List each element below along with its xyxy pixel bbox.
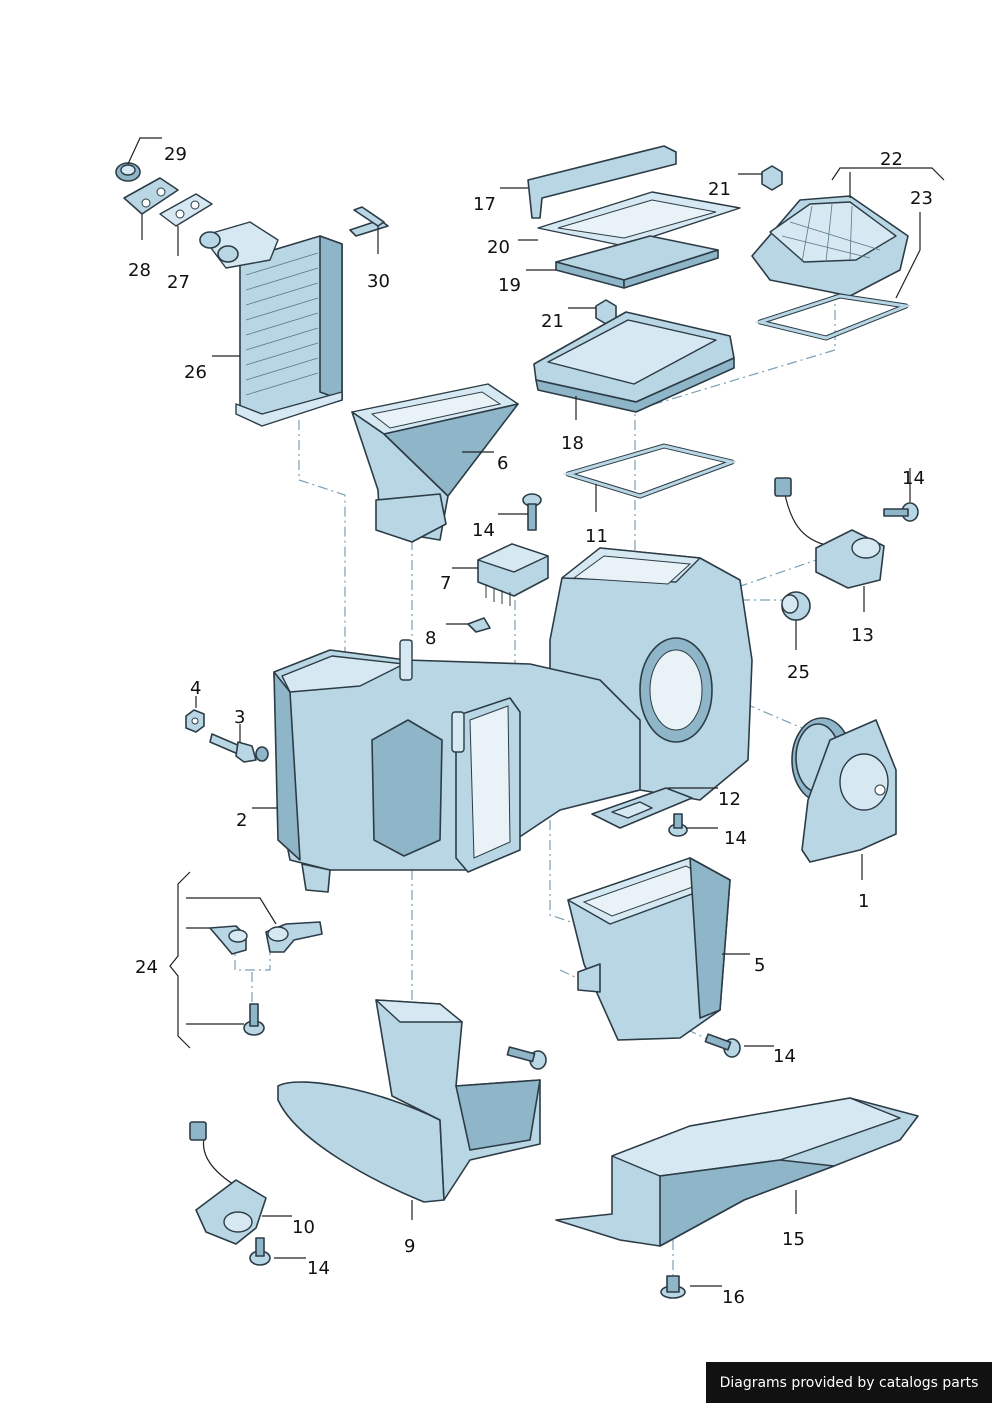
label-24: 24	[135, 957, 158, 978]
part-9-air-duct	[277, 999, 541, 1203]
part-19-pollen-filter	[555, 235, 719, 289]
leader-lines	[127, 137, 945, 1287]
part-7-series-resistor	[477, 543, 549, 606]
part-number-labels: 29 28 27 30 26 17 20 19 21 21 22 23 18 6…	[128, 144, 933, 1308]
part-16-clip	[660, 1275, 686, 1299]
blower-housing	[549, 547, 753, 801]
label-22: 22	[880, 149, 903, 170]
label-14-d: 14	[773, 1046, 796, 1067]
label-19: 19	[498, 275, 521, 296]
label-1: 1	[858, 891, 869, 912]
part-27-gasket	[159, 193, 213, 227]
label-12: 12	[718, 789, 741, 810]
label-30: 30	[367, 271, 390, 292]
credit-banner: Diagrams provided by catalogs parts	[706, 1362, 992, 1403]
part-14-screw-c	[668, 813, 688, 837]
label-21-lower: 21	[541, 311, 564, 332]
label-6: 6	[497, 453, 508, 474]
label-14-b: 14	[902, 468, 925, 489]
label-28: 28	[128, 260, 151, 281]
part-21-nut-upper	[761, 165, 783, 191]
part-25-grommet	[781, 591, 811, 621]
label-18: 18	[561, 433, 584, 454]
part-29-hose-clamp	[115, 162, 141, 182]
part-12-seal	[591, 787, 693, 829]
part-28-gasket	[123, 177, 179, 215]
part-14-screw-e	[506, 1046, 547, 1070]
label-5: 5	[754, 955, 765, 976]
part-3-bolt	[209, 733, 269, 763]
part-23-gasket	[754, 293, 912, 341]
part-8-clip	[467, 617, 491, 633]
part-17-seal-strip	[527, 145, 677, 219]
label-10: 10	[292, 1217, 315, 1238]
label-14-a: 14	[472, 520, 495, 541]
part-14-screw-a	[522, 493, 542, 531]
part-5-air-guide	[567, 857, 731, 1041]
part-26-heater-core	[199, 221, 343, 427]
part-14-screw-b	[883, 502, 919, 522]
part-2-heater-box	[273, 639, 641, 893]
label-9: 9	[404, 1236, 415, 1257]
label-13: 13	[851, 625, 874, 646]
label-14-c: 14	[724, 828, 747, 849]
label-21-upper: 21	[708, 179, 731, 200]
label-27: 27	[167, 272, 190, 293]
label-25: 25	[787, 662, 810, 683]
part-14-screw-d	[704, 1033, 741, 1058]
part-11-gasket	[562, 443, 738, 499]
part-14-screw-f	[249, 1237, 271, 1266]
label-15: 15	[782, 1229, 805, 1250]
label-4: 4	[190, 678, 201, 699]
label-20: 20	[487, 237, 510, 258]
label-26: 26	[184, 362, 207, 383]
part-22-cover	[751, 195, 909, 297]
label-29: 29	[164, 144, 187, 165]
label-8: 8	[425, 628, 436, 649]
part-30-retainer	[349, 206, 389, 237]
part-13-servomotor	[774, 477, 885, 589]
label-11: 11	[585, 526, 608, 547]
label-17: 17	[473, 194, 496, 215]
label-14-e: 14	[307, 1258, 330, 1279]
part-6-air-duct	[351, 383, 519, 543]
part-10-servomotor	[189, 1121, 267, 1245]
label-3: 3	[234, 707, 245, 728]
label-7: 7	[440, 573, 451, 594]
part-18-filter-housing	[533, 311, 735, 413]
part-1-blower-motor	[791, 717, 897, 863]
part-24-flap-set	[209, 921, 323, 1036]
label-23: 23	[910, 188, 933, 209]
label-16: 16	[722, 1287, 745, 1308]
part-20-filter-frame	[537, 191, 741, 247]
part-15-insulation	[555, 1097, 919, 1247]
label-2: 2	[236, 810, 247, 831]
part-4-nut	[185, 709, 205, 733]
